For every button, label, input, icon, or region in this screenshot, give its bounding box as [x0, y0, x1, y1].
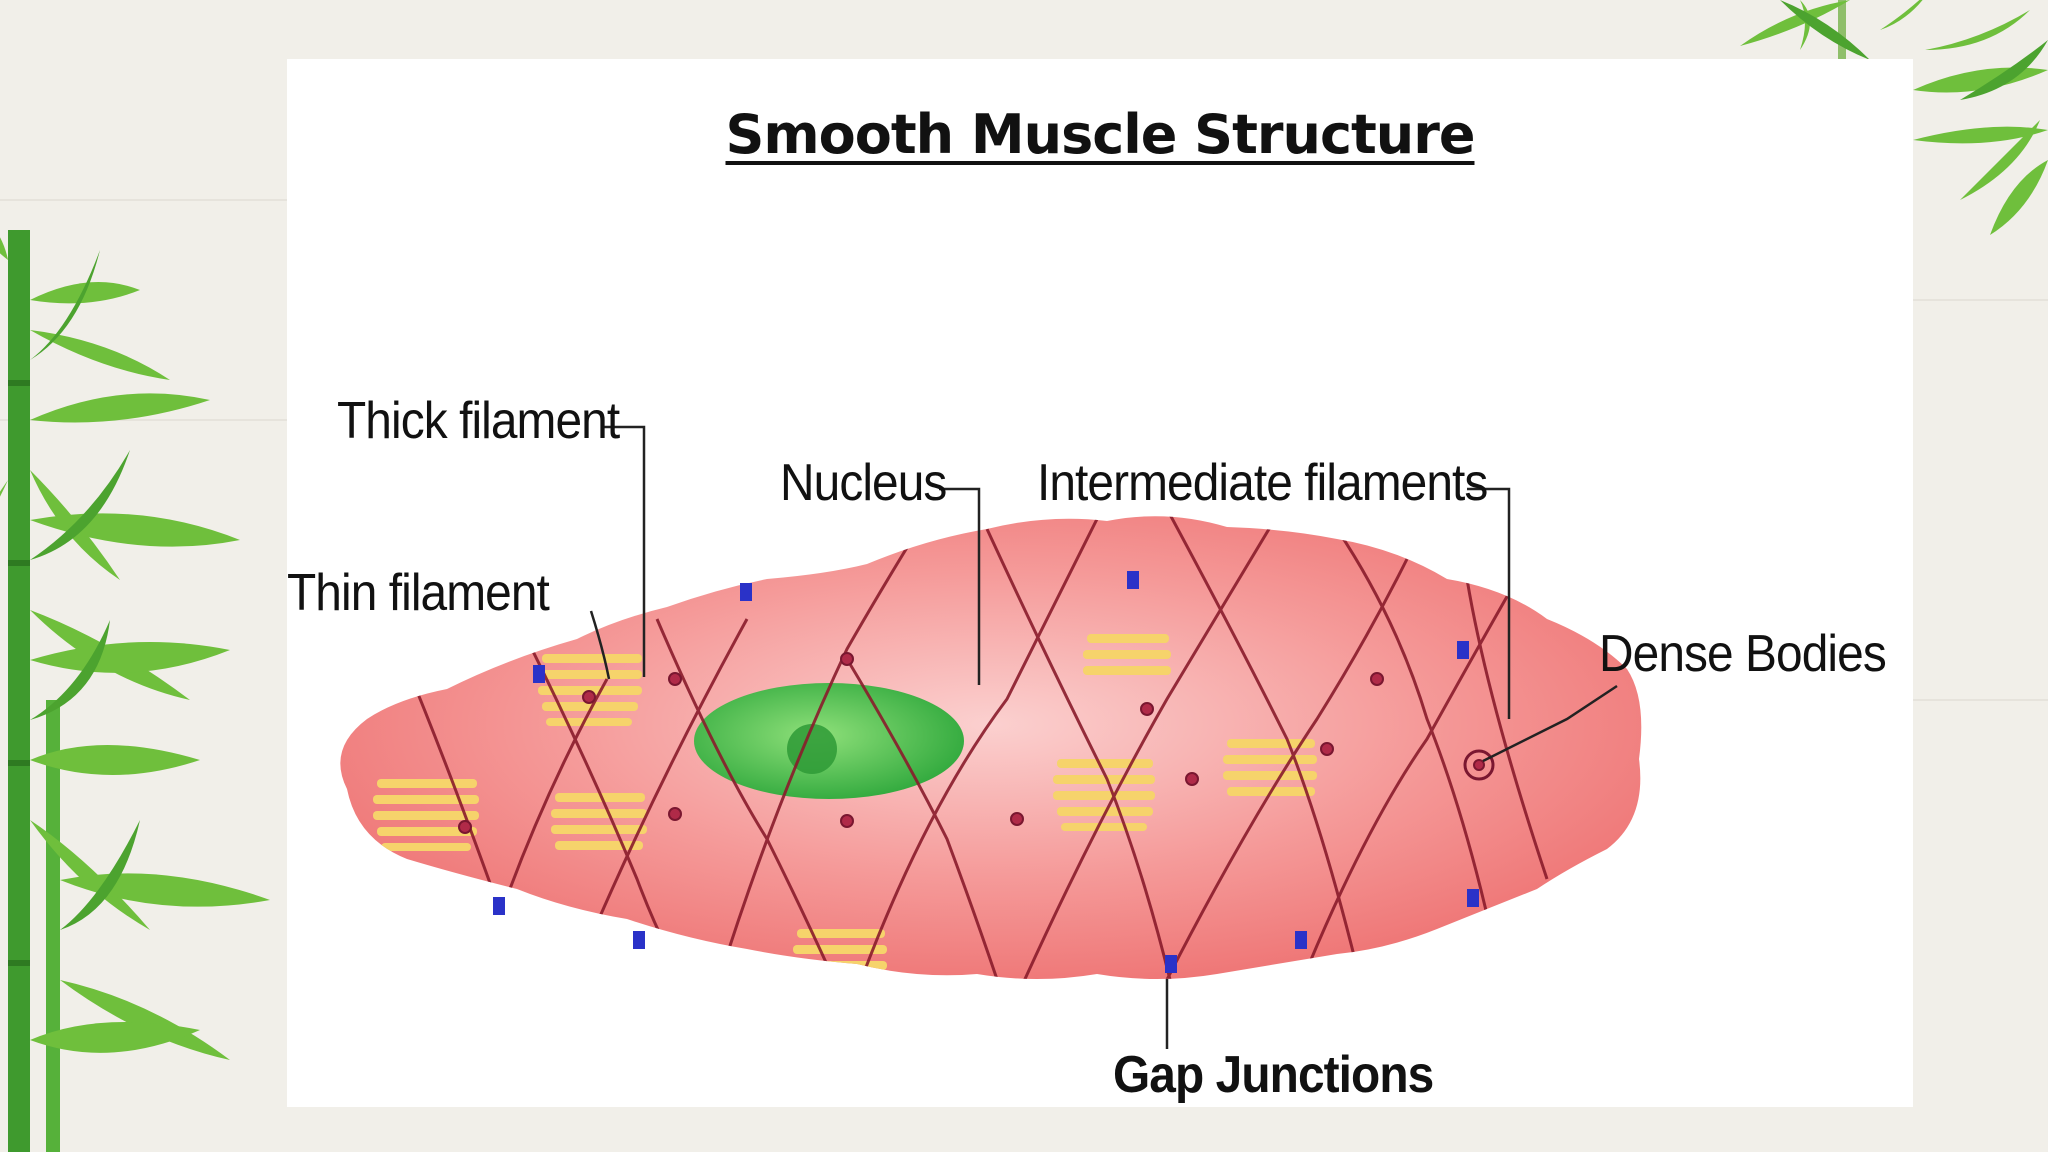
gap-junctions — [493, 571, 1479, 973]
smooth-muscle-diagram — [340, 425, 1642, 1049]
content-panel: Smooth Muscle Structure Thick filament T… — [287, 59, 1913, 1107]
label-nucleus: Nucleus — [780, 454, 947, 512]
label-gap-junctions: Gap Junctions — [1113, 1046, 1434, 1104]
bamboo-top-right-decoration — [1740, 0, 2048, 235]
nucleolus — [787, 724, 837, 774]
label-thick-filament: Thick filament — [337, 392, 620, 450]
leader-lines — [589, 425, 1618, 1049]
label-thin-filament: Thin filament — [287, 564, 550, 622]
diagram-title: Smooth Muscle Structure — [725, 103, 1476, 166]
label-dense-bodies: Dense Bodies — [1599, 625, 1887, 683]
intermediate-filament-network — [385, 516, 1549, 979]
dense-bodies — [458, 652, 1495, 834]
bamboo-left-decoration — [0, 230, 270, 1152]
label-intermediate-filaments: Intermediate filaments — [1037, 454, 1488, 512]
smooth-muscle-cell — [340, 516, 1642, 979]
